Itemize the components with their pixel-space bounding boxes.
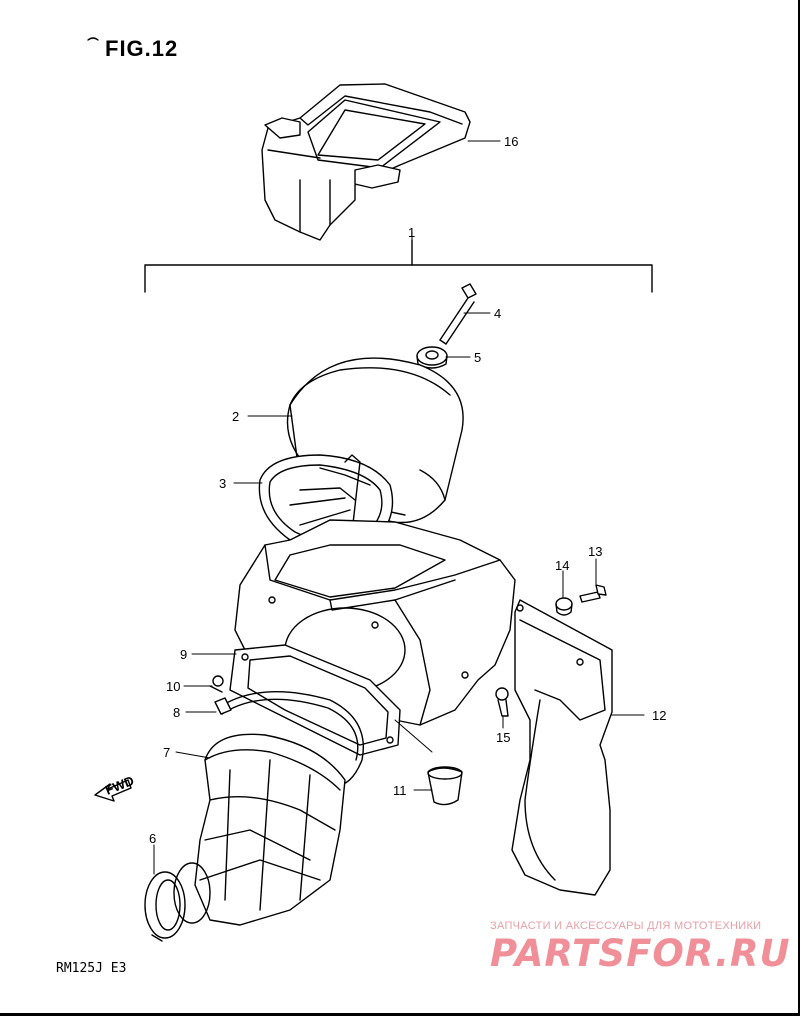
callout-3: 3 bbox=[219, 476, 226, 491]
part-8-clamp bbox=[214, 691, 364, 787]
frame-border-right bbox=[798, 0, 800, 1016]
callout-11: 11 bbox=[393, 783, 407, 798]
part-12-side-cover bbox=[511, 599, 613, 896]
callout-8: 8 bbox=[173, 705, 180, 720]
callout-10: 10 bbox=[166, 679, 180, 694]
callout-7: 7 bbox=[163, 745, 170, 760]
frame-border-bottom bbox=[0, 1013, 800, 1016]
callout-15: 15 bbox=[496, 730, 510, 745]
part-7-intake-boot bbox=[194, 733, 346, 926]
callout-13: 13 bbox=[588, 544, 602, 559]
callout-14: 14 bbox=[555, 558, 569, 573]
watermark-brand: PARTSFOR.RU bbox=[490, 932, 791, 975]
callout-4: 4 bbox=[494, 306, 501, 321]
part-10-screw bbox=[209, 675, 224, 693]
leader-lines bbox=[153, 140, 645, 875]
part-13-bolt bbox=[579, 584, 607, 603]
part-9-gasket bbox=[229, 644, 401, 756]
part-6-hose-clamp bbox=[144, 862, 211, 942]
callout-5: 5 bbox=[474, 350, 481, 365]
part-14-nut bbox=[555, 597, 573, 616]
part-5-washer bbox=[416, 346, 448, 369]
callout-9: 9 bbox=[180, 647, 187, 662]
part-1-bracket bbox=[144, 239, 653, 293]
title-tick bbox=[87, 37, 99, 41]
fwd-label: FWD bbox=[103, 773, 136, 798]
fwd-arrow-icon bbox=[94, 779, 132, 802]
watermark-tagline: ЗАПЧАСТИ И АКСЕССУАРЫ ДЛЯ МОТОТЕХНИКИ bbox=[490, 920, 762, 932]
part-4-wing-bolt bbox=[439, 283, 477, 345]
callout-12: 12 bbox=[652, 708, 666, 723]
callout-6: 6 bbox=[149, 831, 156, 846]
part-11-cap bbox=[427, 766, 463, 806]
part-16-airbox-cover bbox=[261, 83, 471, 241]
callout-2: 2 bbox=[232, 409, 239, 424]
callout-1: 1 bbox=[408, 225, 415, 240]
figure-title: FIG.12 bbox=[105, 36, 179, 61]
model-code: RM125J E3 bbox=[56, 961, 127, 976]
callout-16: 16 bbox=[504, 134, 518, 149]
part-15-bolt bbox=[495, 687, 509, 717]
